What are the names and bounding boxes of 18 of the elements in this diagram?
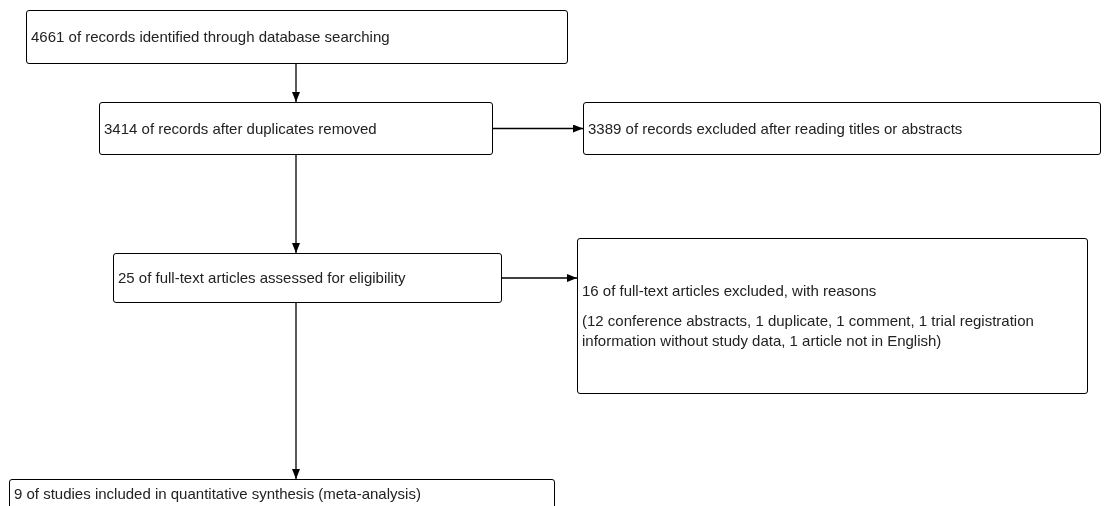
process-box [577, 238, 1088, 394]
arrow [292, 302, 300, 480]
box-text: 4661 of records identified through database searching [31, 27, 391, 47]
arrow [292, 154, 300, 254]
box-text: 25 of full-text articles assessed for eligibility [118, 268, 407, 288]
box-text: 16 of full-text articles excluded, with reasons [582, 281, 878, 301]
process-box [113, 253, 502, 303]
box-text: 3414 of records after duplicates removed [104, 118, 378, 139]
process-box [9, 479, 555, 506]
process-box [583, 102, 1101, 155]
box-text: 3389 of records excluded after reading titles or abstracts [588, 118, 964, 139]
process-box [99, 102, 493, 155]
box-text: 9 of studies included in quantitative synthesis (meta-analysis) [14, 484, 422, 504]
arrow [501, 274, 578, 282]
box-note: (12 conference abstracts, 1 duplicate, 1 comment, 1 trial registration information without study data, 1 article not in English) [582, 311, 1035, 351]
arrow [292, 63, 300, 103]
process-box [26, 10, 568, 64]
arrow [492, 124, 584, 133]
